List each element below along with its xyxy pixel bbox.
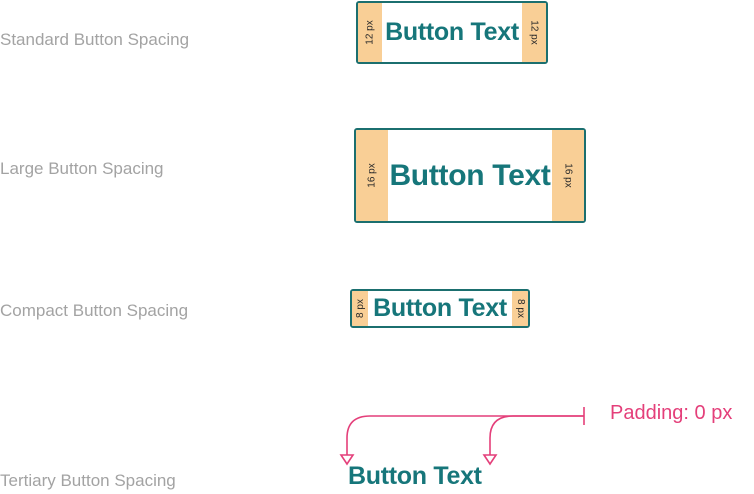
tertiary-button[interactable]: Button Text [348,462,482,490]
large-row-label: Large Button Spacing [0,159,164,178]
standard-button[interactable]: 12 px Button Text 12 px [356,1,548,64]
large-right-padding: 16 px [552,130,584,221]
compact-right-padding: 8 px [512,291,528,326]
standard-row-label: Standard Button Spacing [0,30,190,49]
standard-button-text: Button Text [385,18,519,46]
callout-arrow-left [346,415,584,455]
standard-left-padding: 12 px [358,3,382,62]
callout-arrowhead-left [339,454,355,466]
compact-button[interactable]: 8 px Button Text 8 px [350,289,530,328]
large-left-padding: 16 px [356,130,388,221]
large-button-text: Button Text [389,158,551,192]
callout-arrowhead-right [482,454,498,466]
callout-arrow-right [489,415,584,455]
compact-row-label: Compact Button Spacing [0,301,189,320]
compact-left-padding: 8 px [352,291,368,326]
compact-button-text: Button Text [373,294,507,322]
large-button[interactable]: 16 px Button Text 16 px [354,128,586,223]
standard-right-padding: 12 px [522,3,546,62]
padding-callout-label: Padding: 0 px [610,402,733,424]
tertiary-row-label: Tertiary Button Spacing [0,471,176,490]
